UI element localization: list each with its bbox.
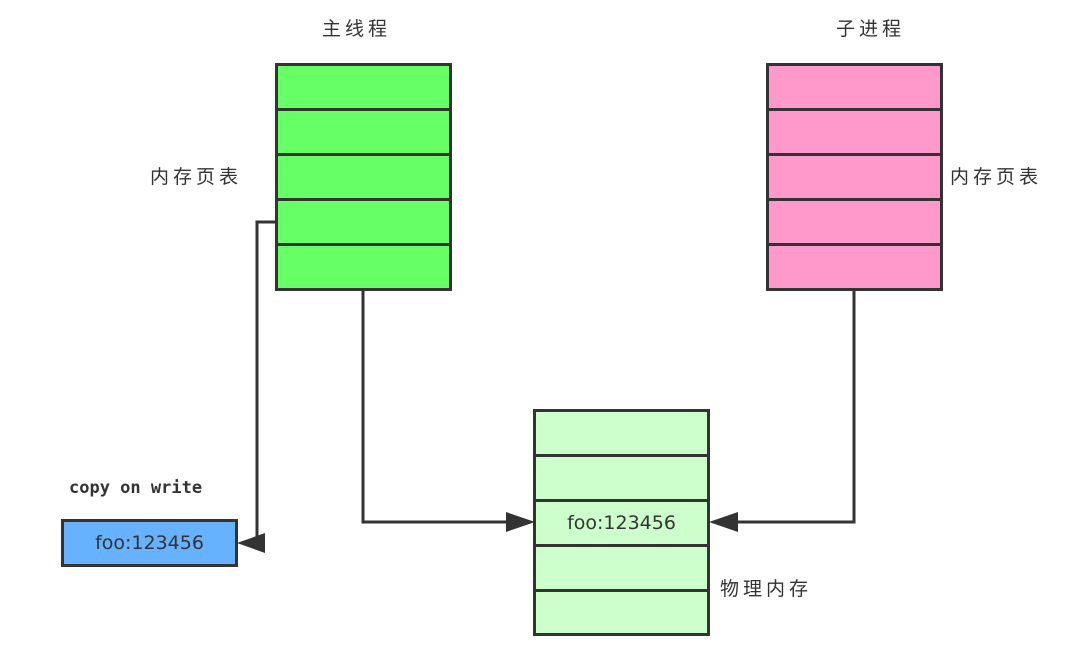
arrow-child-to-physical <box>737 289 856 524</box>
page-table-entry <box>278 201 449 246</box>
page-table-entry <box>278 156 449 201</box>
physical-memory: foo:123456 <box>533 409 710 636</box>
memory-block <box>536 547 707 592</box>
memory-block <box>536 592 707 633</box>
main-thread-title: 主线程 <box>322 18 392 40</box>
arrowhead-main-to-copy <box>237 533 265 553</box>
physical-memory-label: 物理内存 <box>720 578 813 600</box>
arrow-main-to-copy <box>255 220 277 545</box>
page-table-entry <box>278 111 449 156</box>
page-table-entry <box>769 111 940 156</box>
page-table-entry <box>769 201 940 246</box>
page-table-entry <box>278 246 449 288</box>
child-process-title: 子进程 <box>836 18 906 40</box>
memory-block-foo: foo:123456 <box>536 502 707 547</box>
arrowhead-main-to-physical <box>506 512 535 532</box>
page-table-entry <box>278 66 449 111</box>
child-process-page-table <box>766 63 943 291</box>
page-table-entry <box>769 156 940 201</box>
page-table-entry <box>769 246 940 288</box>
arrow-main-to-physical <box>361 289 508 524</box>
copy-on-write-block: foo:123456 <box>61 519 238 567</box>
main-page-table-label: 内存页表 <box>150 166 243 188</box>
child-page-table-label: 内存页表 <box>950 166 1043 188</box>
memory-block <box>536 412 707 457</box>
main-thread-page-table <box>275 63 452 291</box>
arrowhead-child-to-physical <box>709 512 738 532</box>
copy-on-write-label: copy on write <box>69 478 203 498</box>
memory-block <box>536 457 707 502</box>
page-table-entry <box>769 66 940 111</box>
